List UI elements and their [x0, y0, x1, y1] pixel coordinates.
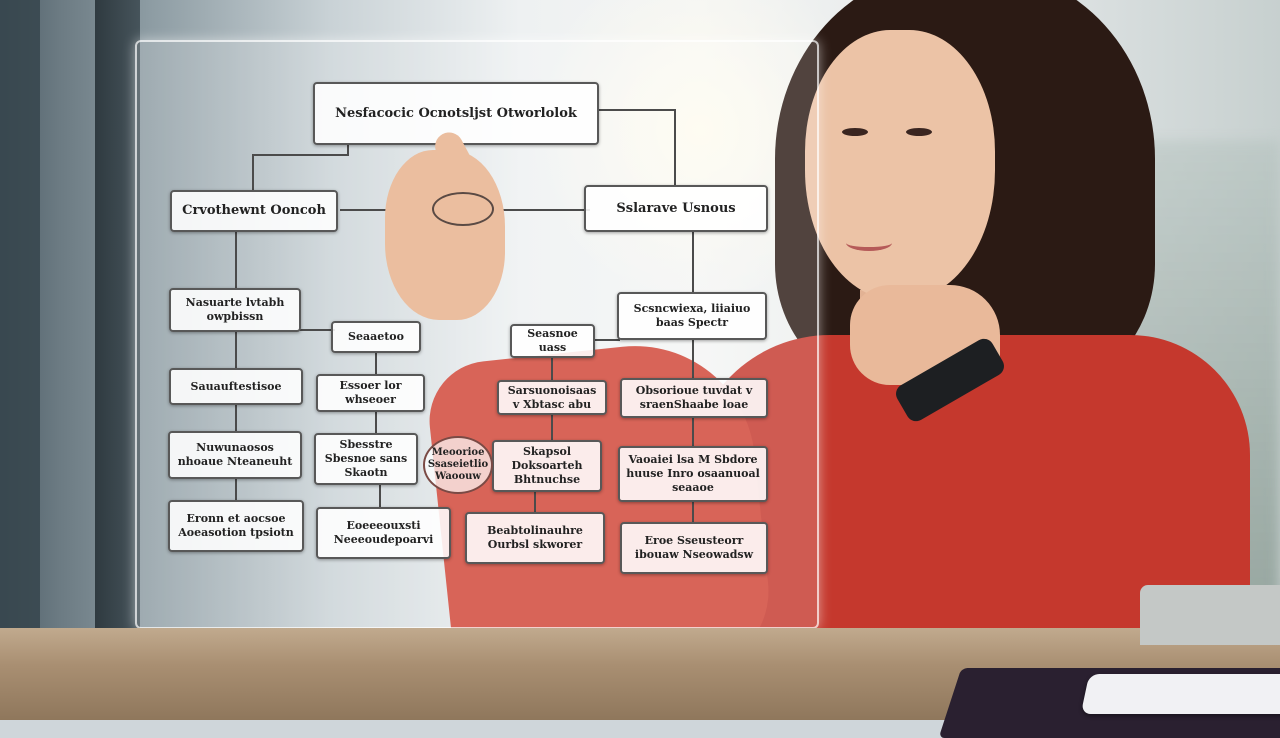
- touch-ring: [432, 192, 494, 226]
- mid-b-node-3[interactable]: Skapsol Doksoarteh Bhtnuchse: [492, 440, 602, 492]
- right-node-2[interactable]: Obsorioue tuvdat v sraenShaabe loae: [620, 378, 768, 418]
- smile: [846, 235, 892, 251]
- left-branch-node[interactable]: Crvothewnt Ooncoh: [170, 190, 338, 232]
- pointing-hand: [385, 150, 505, 320]
- left-eye: [842, 128, 868, 136]
- right-node-1[interactable]: Scsncwiexa, liiaiuo baas Spectr: [617, 292, 767, 340]
- mid-a-node-3[interactable]: Sbesstre Sbesnoe sans Skaotn: [314, 433, 418, 485]
- mid-b-node-2[interactable]: Sarsuonoisaas v Xbtasc abu: [497, 380, 607, 415]
- woman: [423, 0, 1250, 696]
- window-frame-left: [0, 0, 40, 640]
- right-branch-node[interactable]: Sslarave Usnous: [584, 185, 768, 232]
- oval-note[interactable]: Meoorioe Ssaseietlio Waoouw: [423, 436, 493, 494]
- phone-device: [1080, 674, 1280, 714]
- right-node-4[interactable]: Eroe Sseusteorr ibouaw Nseowadsw: [620, 522, 768, 574]
- mid-a-node-1[interactable]: Seaaetoo: [331, 321, 421, 353]
- mid-a-node-2[interactable]: Essoer lor whseoer: [316, 374, 425, 412]
- left-node-3[interactable]: Nuwunaosos nhoaue Nteaneuht: [168, 431, 302, 479]
- left-node-1[interactable]: Nasuarte lvtabh owpbissn: [169, 288, 301, 332]
- right-eye: [906, 128, 932, 136]
- left-node-2[interactable]: Sauauftestisoe: [169, 368, 303, 405]
- window-frame: [95, 0, 140, 640]
- mid-b-node-4[interactable]: Beabtolinauhre Ourbsl skworer: [465, 512, 605, 564]
- left-node-4[interactable]: Eronn et aocsoe Aoeasotion tpsiotn: [168, 500, 304, 552]
- face: [805, 30, 995, 300]
- chair: [1140, 585, 1280, 645]
- right-node-3[interactable]: Vaoaiei lsa M Sbdore huuse Inro osaanuoa…: [618, 446, 768, 502]
- diagram-connectors: [235, 109, 694, 522]
- mid-b-node-1[interactable]: Seasnoe uass: [510, 324, 595, 358]
- mid-a-node-4[interactable]: Eoeeeouxsti Neeeoudepoarvi: [316, 507, 451, 559]
